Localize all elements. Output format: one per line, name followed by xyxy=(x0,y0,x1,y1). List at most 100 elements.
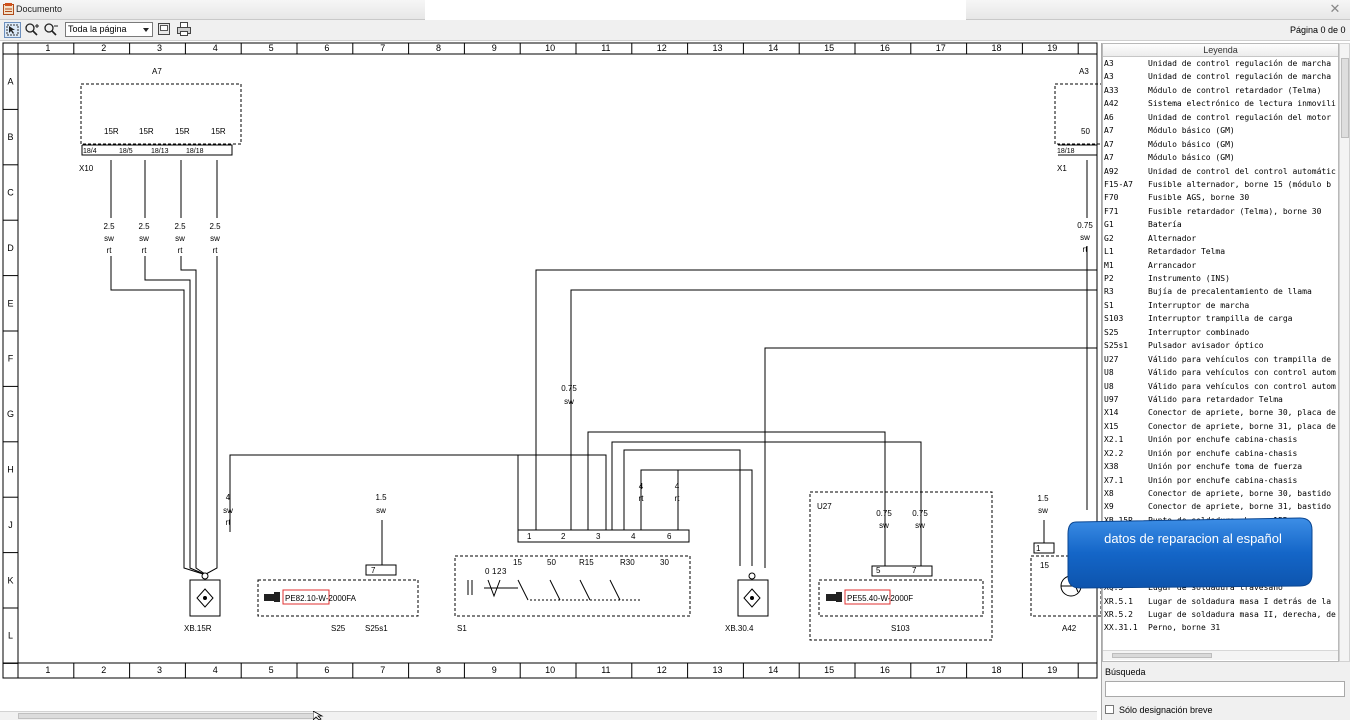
diagram-hscroll-thumb[interactable] xyxy=(18,713,318,719)
s1-pos-0: 0 xyxy=(485,567,490,576)
legend-row[interactable]: U8 Válido para vehículos con control auto… xyxy=(1103,380,1338,393)
legend-description: Sistema electrónico de lectura inmovili xyxy=(1148,99,1336,109)
legend-code: F70 xyxy=(1104,193,1119,203)
legend-vscroll-thumb[interactable] xyxy=(1341,58,1349,138)
legend-description: Válido para vehículos con control autom xyxy=(1148,381,1336,391)
wire-mid-c1: sw xyxy=(564,397,574,406)
legend-hscroll-thumb[interactable] xyxy=(1112,653,1212,658)
wire-u27-a-c1: sw xyxy=(879,521,889,530)
legend-code: A7 xyxy=(1104,139,1114,149)
zoom-in-button[interactable] xyxy=(24,22,41,38)
grid-column-label: 2 xyxy=(101,665,106,675)
wire-a7-2-size: 2.5 xyxy=(138,222,150,231)
grid-row-label: G xyxy=(7,409,14,419)
legend-description: Módulo de control retardador (Telma) xyxy=(1148,85,1322,95)
search-input[interactable] xyxy=(1105,681,1345,697)
legend-header: Leyenda xyxy=(1103,44,1338,57)
legend-code: X8 xyxy=(1104,489,1114,498)
x10-label: X10 xyxy=(79,164,94,173)
grid-column-label: 1 xyxy=(45,43,50,53)
toolbar xyxy=(0,20,1350,41)
zoom-in-icon xyxy=(25,23,39,36)
print-button[interactable] xyxy=(177,22,194,38)
legend-description: Retardador Telma xyxy=(1148,247,1226,257)
wire-left-c1: sw xyxy=(223,506,233,515)
wire-a7-1-size: 2.5 xyxy=(103,222,115,231)
grid-column-label: 17 xyxy=(936,43,946,53)
legend-code: F15-A7 xyxy=(1104,179,1133,189)
legend-description: Conector de apriete, borne 30, placa de xyxy=(1148,408,1336,418)
wire-a7-4-c1: sw xyxy=(210,234,220,243)
legend-horizontal-scrollbar[interactable] xyxy=(1103,650,1338,660)
legend-description: Unidad de control regulación del motor xyxy=(1148,112,1332,122)
legend-code: XR.5.2 xyxy=(1104,609,1133,619)
zoom-dropdown[interactable]: Toda la página xyxy=(65,22,153,37)
wire-s25-c1: sw xyxy=(376,506,386,515)
grid-column-label: 4 xyxy=(213,665,218,675)
legend-code: U8 xyxy=(1104,381,1114,391)
s1-lbl-30: 30 xyxy=(660,558,669,567)
wire-a42-size: 1.5 xyxy=(1037,494,1049,503)
legend-code: F71 xyxy=(1104,206,1119,216)
wire-a7-4-size: 2.5 xyxy=(209,222,221,231)
copy-button[interactable] xyxy=(157,22,174,38)
s1-pos-3: 3 xyxy=(502,567,507,576)
mouse-cursor-icon xyxy=(313,711,324,720)
wire-left-c2: rt xyxy=(226,518,232,527)
short-designation-checkbox[interactable]: Sólo designación breve xyxy=(1105,705,1213,715)
grid-row-label: H xyxy=(7,465,14,475)
close-button[interactable]: ✕ xyxy=(1322,1,1348,17)
select-tool-button[interactable] xyxy=(4,22,21,38)
legend-description: Alternador xyxy=(1148,233,1197,243)
checkbox-box[interactable] xyxy=(1105,705,1114,714)
wire-u27-b-size: 0.75 xyxy=(912,509,928,518)
xb15r-label: XB.15R xyxy=(184,624,212,633)
legend-description: Conector de apriete, borne 31, bastido xyxy=(1148,502,1332,512)
legend-description: Válido para vehículos con control autom xyxy=(1148,368,1336,378)
legend-code: XX.31.1 xyxy=(1104,623,1138,633)
legend-vertical-scrollbar[interactable] xyxy=(1339,43,1350,662)
translation-callout: datos de reparacion al español xyxy=(1066,514,1320,592)
legend-description: Módulo básico (GM) xyxy=(1148,153,1235,163)
grid-column-label: 12 xyxy=(657,43,667,53)
zoom-out-button[interactable] xyxy=(43,22,60,38)
legend-code: A3 xyxy=(1104,72,1114,82)
diagram-horizontal-scrollbar[interactable] xyxy=(0,711,1097,720)
